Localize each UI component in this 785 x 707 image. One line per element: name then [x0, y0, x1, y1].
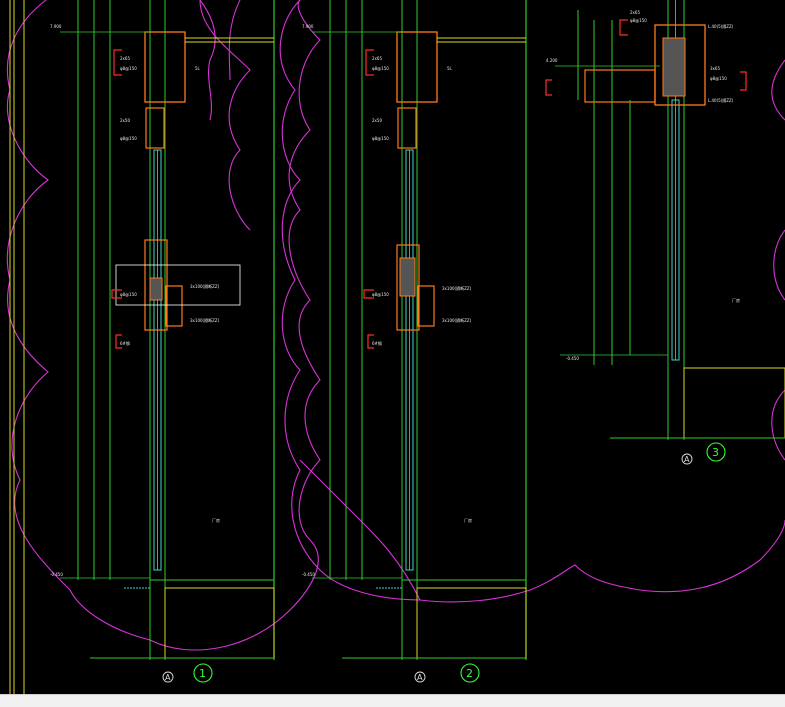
label-1-3: 2x50 — [120, 118, 130, 123]
label-2-0: 2x65 — [372, 56, 382, 61]
elev-top-3: 4.200 — [546, 58, 558, 63]
label-3-3: 3x65 — [710, 66, 720, 71]
room-label-1: 厂房 — [212, 517, 220, 523]
label-1-6: φ8@150 — [120, 292, 137, 297]
label-2-3: 2x50 — [372, 118, 382, 123]
elev-top-2: 7.900 — [302, 24, 314, 29]
axis-circle-icon — [681, 453, 693, 465]
label-1-4: φ8@150 — [120, 136, 137, 141]
elev-bottom-2: -0.450 — [302, 572, 315, 577]
elev-bottom-1: -0.450 — [50, 572, 63, 577]
room-label-2: 厂房 — [464, 517, 472, 523]
label-3-1: φ8@150 — [630, 18, 647, 23]
axis-circle-icon — [414, 671, 426, 683]
axis-circle-icon — [162, 671, 174, 683]
elev-top-1: 7.900 — [50, 24, 62, 29]
detail-number-1: 1 — [199, 667, 206, 680]
revision-cloud-1 — [6, 0, 321, 651]
axis-circle-icon — [706, 442, 726, 462]
revision-cloud-3 — [199, 0, 216, 121]
detail-3: A 3 4.200 -0.450 厂房 2x65 φ8@150 L.40(5(隔… — [545, 0, 785, 465]
label-2-8: 6#钢 — [372, 340, 382, 346]
elev-bottom-3: -0.450 — [566, 356, 579, 361]
label-3-2: L.40(5(隔ZZ) — [708, 23, 734, 29]
revision-cloud-2 — [279, 0, 785, 603]
detail-2: A 2 7.900 -0.450 厂房 2x65 φ8@150 5L 2x50 … — [302, 0, 527, 683]
label-3-4: φ8@150 — [710, 76, 727, 81]
label-1-2: 5L — [195, 66, 201, 71]
label-1-7: 3x100(隔断ZZ) — [190, 317, 220, 323]
axis-letter-1: A — [165, 673, 171, 682]
detail-number-2: 2 — [466, 667, 473, 680]
label-3-0: 2x65 — [630, 10, 640, 15]
label-2-1: φ8@150 — [372, 66, 389, 71]
label-1-8: 6#钢 — [120, 340, 130, 346]
label-1-5: 3x100(隔断ZZ) — [190, 283, 220, 289]
label-1-1: φ8@150 — [120, 66, 137, 71]
detail-1: A 1 7.900 -0.450 厂房 2x65 φ8@150 5L 2x50 … — [9, 0, 275, 694]
label-2-7: 3x100(隔断ZZ) — [442, 317, 472, 323]
label-2-2: 5L — [447, 66, 453, 71]
label-3-5: L.40(5(隔ZZ) — [708, 97, 734, 103]
axis-circle-icon — [193, 663, 213, 683]
label-1-0: 2x65 — [120, 56, 130, 61]
axis-letter-3: A — [684, 455, 690, 464]
label-2-6: φ8@150 — [372, 292, 389, 297]
status-strip — [0, 694, 785, 707]
room-label-3: 厂房 — [732, 297, 740, 303]
axis-letter-2: A — [417, 673, 423, 682]
axis-circle-icon — [460, 663, 480, 683]
label-2-4: φ8@150 — [372, 136, 389, 141]
detail-number-3: 3 — [712, 446, 719, 459]
label-2-5: 3x100(隔断ZZ) — [442, 285, 472, 291]
